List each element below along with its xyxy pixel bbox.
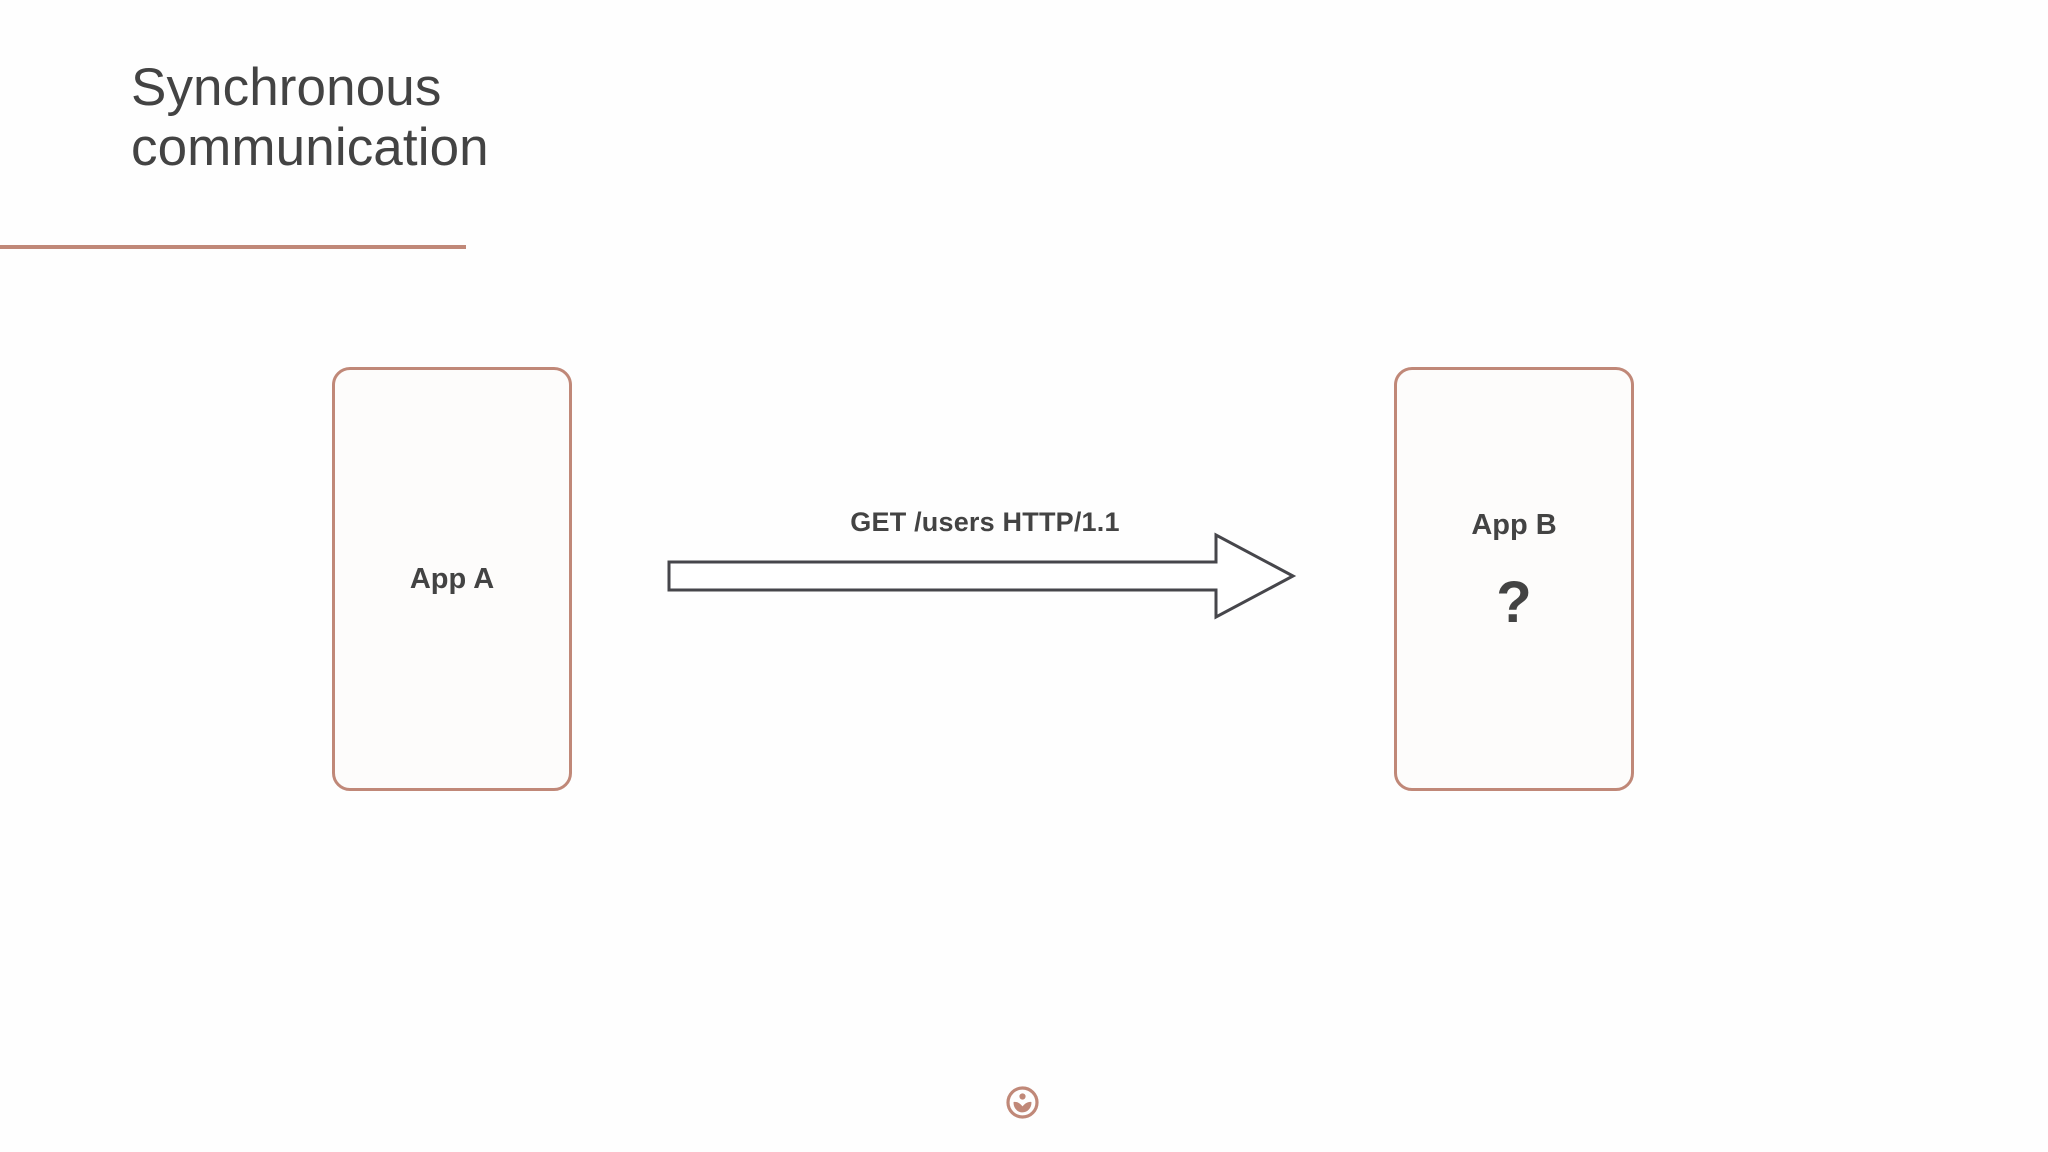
block-arrow-icon [667,532,1297,620]
footer-logo [1006,1086,1039,1119]
node-app-b-label: App B [1471,508,1557,541]
title-block: Synchronous communication [131,58,1031,178]
node-app-b[interactable]: App B ? [1394,367,1634,791]
node-app-b-content: App B ? [1471,508,1556,635]
node-app-a-label: App A [409,562,495,595]
connector-arrow [660,520,1310,640]
page-title: Synchronous communication [131,58,489,177]
connector-arrow-label: GET /users HTTP/1.1 [850,507,1120,537]
title-underline-rule [0,245,466,249]
node-app-b-question-mark: ? [1496,569,1532,635]
circle-person-logo-icon [1006,1086,1039,1119]
node-app-a[interactable]: App A [332,367,572,791]
